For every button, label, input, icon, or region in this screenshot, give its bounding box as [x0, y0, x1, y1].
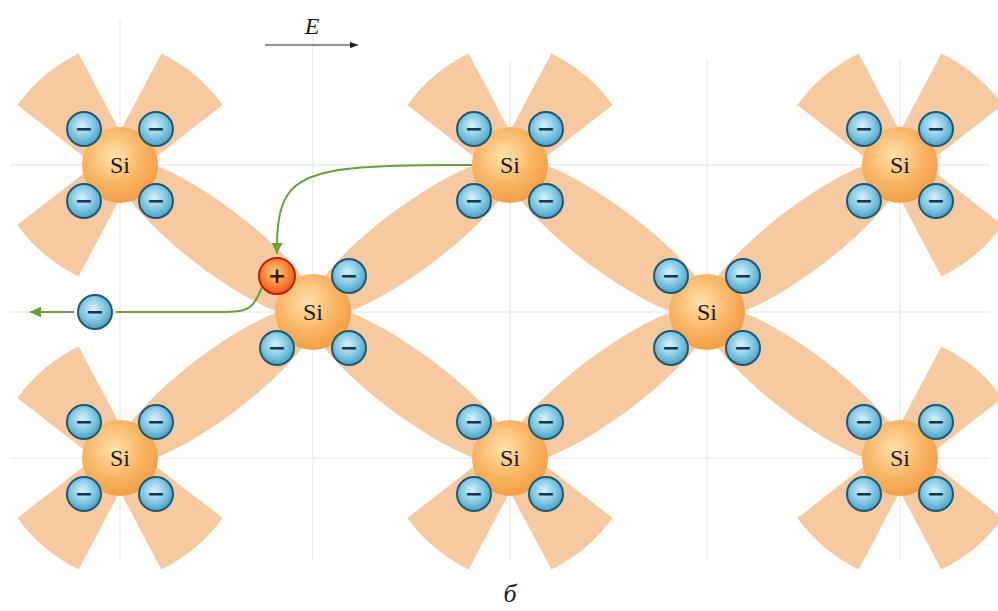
valence-electron: − — [653, 330, 689, 366]
valence-electron: − — [456, 183, 492, 219]
valence-electron: − — [846, 183, 882, 219]
valence-electron: − — [918, 404, 954, 440]
charge-sign: − — [855, 118, 873, 140]
valence-electron: − — [66, 404, 102, 440]
electron-motion-arrow — [30, 311, 74, 313]
valence-electron: − — [528, 183, 564, 219]
covalent-bonds — [14, 50, 998, 574]
charge-sign: − — [537, 411, 555, 433]
element-symbol: Si — [500, 153, 520, 177]
valence-electron: − — [846, 404, 882, 440]
charge-sign: − — [927, 118, 945, 140]
hole: + — [258, 257, 296, 295]
element-symbol: Si — [303, 300, 323, 324]
element-symbol: Si — [110, 153, 130, 177]
valence-electron: − — [725, 330, 761, 366]
charge-sign: − — [855, 411, 873, 433]
valence-electron: − — [918, 476, 954, 512]
charge-sign: + — [268, 265, 286, 287]
valence-electron: − — [528, 476, 564, 512]
valence-electron: − — [456, 111, 492, 147]
charge-sign: − — [465, 483, 483, 505]
element-symbol: Si — [890, 153, 910, 177]
charge-sign: − — [75, 411, 93, 433]
valence-electron: − — [138, 404, 174, 440]
charge-sign: − — [927, 411, 945, 433]
valence-electron: − — [331, 258, 367, 294]
charge-sign: − — [75, 190, 93, 212]
valence-electron: − — [66, 183, 102, 219]
valence-electron: − — [138, 111, 174, 147]
charge-sign: − — [465, 118, 483, 140]
charge-sign: − — [734, 337, 752, 359]
charge-sign: − — [86, 301, 104, 323]
element-symbol: Si — [110, 446, 130, 470]
figure-caption: б — [503, 581, 516, 607]
valence-electron: − — [456, 404, 492, 440]
charge-sign: − — [268, 337, 286, 359]
valence-electron: − — [66, 111, 102, 147]
valence-electron: − — [259, 330, 295, 366]
free-electron: − — [77, 294, 113, 330]
valence-electron: − — [528, 404, 564, 440]
valence-electron: − — [138, 183, 174, 219]
silicon-atom: Si−−−− — [82, 420, 158, 496]
valence-electron: − — [138, 476, 174, 512]
charge-sign: − — [75, 483, 93, 505]
charge-sign: − — [75, 118, 93, 140]
silicon-atom: Si+−−− — [275, 274, 351, 350]
field-arrow — [265, 44, 358, 45]
charge-sign: − — [537, 483, 555, 505]
silicon-atom: Si−−−− — [862, 127, 938, 203]
charge-sign: − — [465, 411, 483, 433]
valence-electron: − — [653, 258, 689, 294]
valence-electron: − — [456, 476, 492, 512]
charge-sign: − — [662, 337, 680, 359]
element-symbol: Si — [500, 446, 520, 470]
charge-sign: − — [734, 265, 752, 287]
charge-sign: − — [340, 265, 358, 287]
valence-electron: − — [918, 111, 954, 147]
charge-sign: − — [855, 190, 873, 212]
valence-electron: − — [66, 476, 102, 512]
field-label: E — [305, 14, 320, 38]
grid-lines — [10, 20, 990, 560]
valence-electron: − — [725, 258, 761, 294]
charge-sign: − — [855, 483, 873, 505]
silicon-atom: Si−−−− — [862, 420, 938, 496]
valence-electron: − — [331, 330, 367, 366]
valence-electron: − — [846, 111, 882, 147]
silicon-atom: Si−−−− — [472, 127, 548, 203]
charge-sign: − — [147, 411, 165, 433]
charge-sign: − — [147, 118, 165, 140]
charge-sign: − — [465, 190, 483, 212]
element-symbol: Si — [697, 300, 717, 324]
silicon-atom: Si−−−− — [82, 127, 158, 203]
valence-electron: − — [846, 476, 882, 512]
charge-sign: − — [537, 190, 555, 212]
charge-sign: − — [927, 190, 945, 212]
element-symbol: Si — [890, 446, 910, 470]
silicon-atom: Si−−−− — [472, 420, 548, 496]
charge-sign: − — [662, 265, 680, 287]
motion-arrow — [116, 287, 262, 312]
motion-arrow — [277, 165, 472, 254]
charge-sign: − — [340, 337, 358, 359]
charge-sign: − — [927, 483, 945, 505]
silicon-atom: Si−−−− — [669, 274, 745, 350]
valence-electron: − — [528, 111, 564, 147]
charge-sign: − — [537, 118, 555, 140]
charge-sign: − — [147, 483, 165, 505]
valence-electron: − — [918, 183, 954, 219]
charge-sign: − — [147, 190, 165, 212]
